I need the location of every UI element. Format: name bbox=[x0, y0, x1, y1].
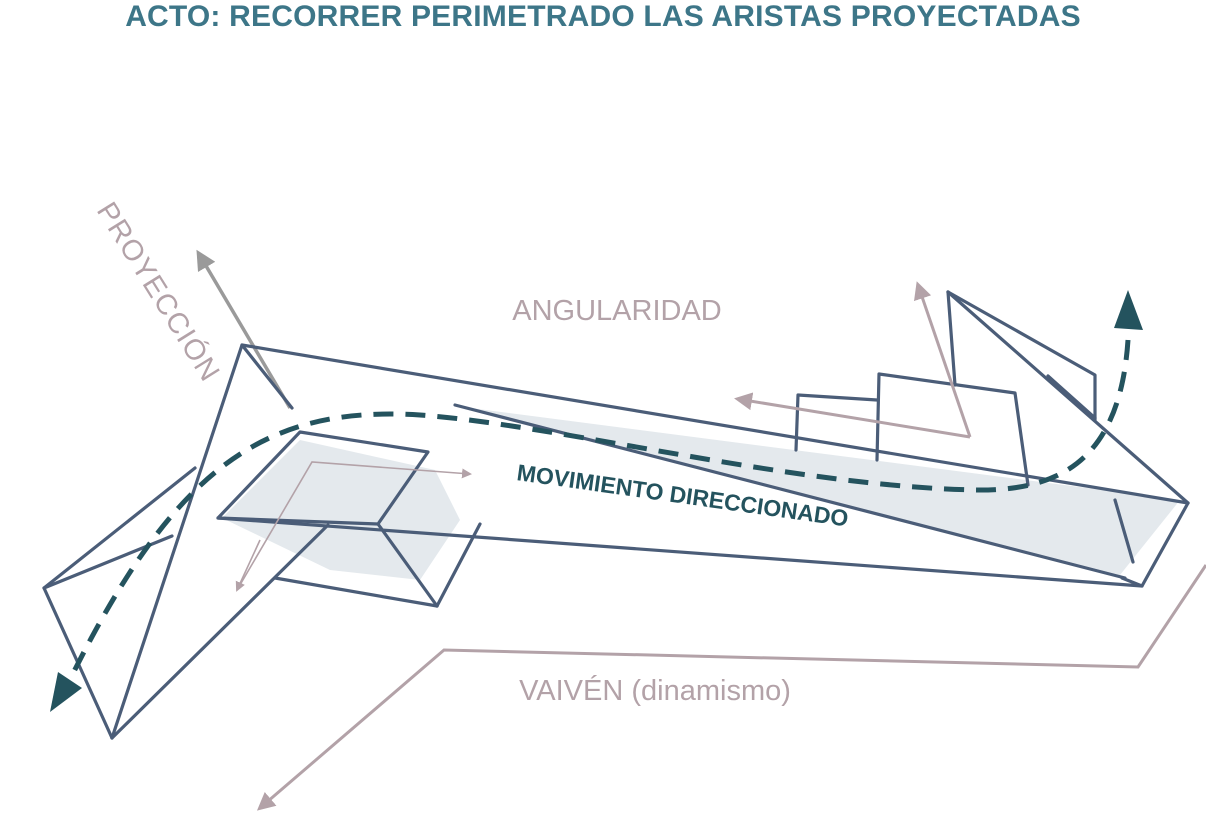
long-top-edge bbox=[240, 343, 1190, 505]
angularidad-arrow-up bbox=[914, 281, 972, 438]
movement-path bbox=[57, 339, 1131, 702]
left-lower-edge bbox=[110, 523, 330, 740]
step-block-large bbox=[875, 372, 1030, 487]
prism-axis-down bbox=[235, 539, 261, 592]
proyeccion-arrow bbox=[196, 249, 292, 409]
shaded-faces bbox=[222, 408, 1180, 580]
vaiven-arrow bbox=[256, 564, 1206, 811]
angularidad-arrows bbox=[734, 281, 972, 439]
angularidad-label: ANGULARIDAD bbox=[512, 295, 722, 327]
structure-lines bbox=[42, 290, 1190, 740]
left-wing-inner bbox=[42, 534, 174, 590]
right-end-inner bbox=[1113, 498, 1135, 564]
right-end bbox=[1120, 501, 1190, 588]
right-sail bbox=[946, 290, 957, 387]
shade-long-wedge bbox=[470, 408, 1180, 575]
long-bottom-edge bbox=[216, 516, 1144, 588]
proyeccion-label: PROYECCIÓN bbox=[90, 196, 227, 387]
prism-axes bbox=[235, 461, 472, 592]
vaiven-label: VAIVÉN (dinamismo) bbox=[519, 674, 791, 707]
prism-edge-2 bbox=[273, 576, 439, 608]
page-title: ACTO: RECORRER PERIMETRADO LAS ARISTAS P… bbox=[125, 0, 1081, 33]
prism-axis-right bbox=[236, 461, 472, 591]
prism-edge-1 bbox=[376, 522, 439, 608]
shade-left-prism bbox=[222, 440, 460, 580]
movement-arrowhead-start bbox=[50, 672, 82, 712]
prism-top-face bbox=[216, 430, 430, 526]
right-sail-flag bbox=[946, 290, 1097, 422]
right-sail-flag-inner bbox=[1046, 374, 1097, 420]
right-sail-edge bbox=[946, 290, 1190, 505]
step-block-small bbox=[794, 393, 879, 452]
angularidad-arrow-left bbox=[734, 392, 971, 439]
movement-arrowhead-end bbox=[1114, 290, 1143, 330]
